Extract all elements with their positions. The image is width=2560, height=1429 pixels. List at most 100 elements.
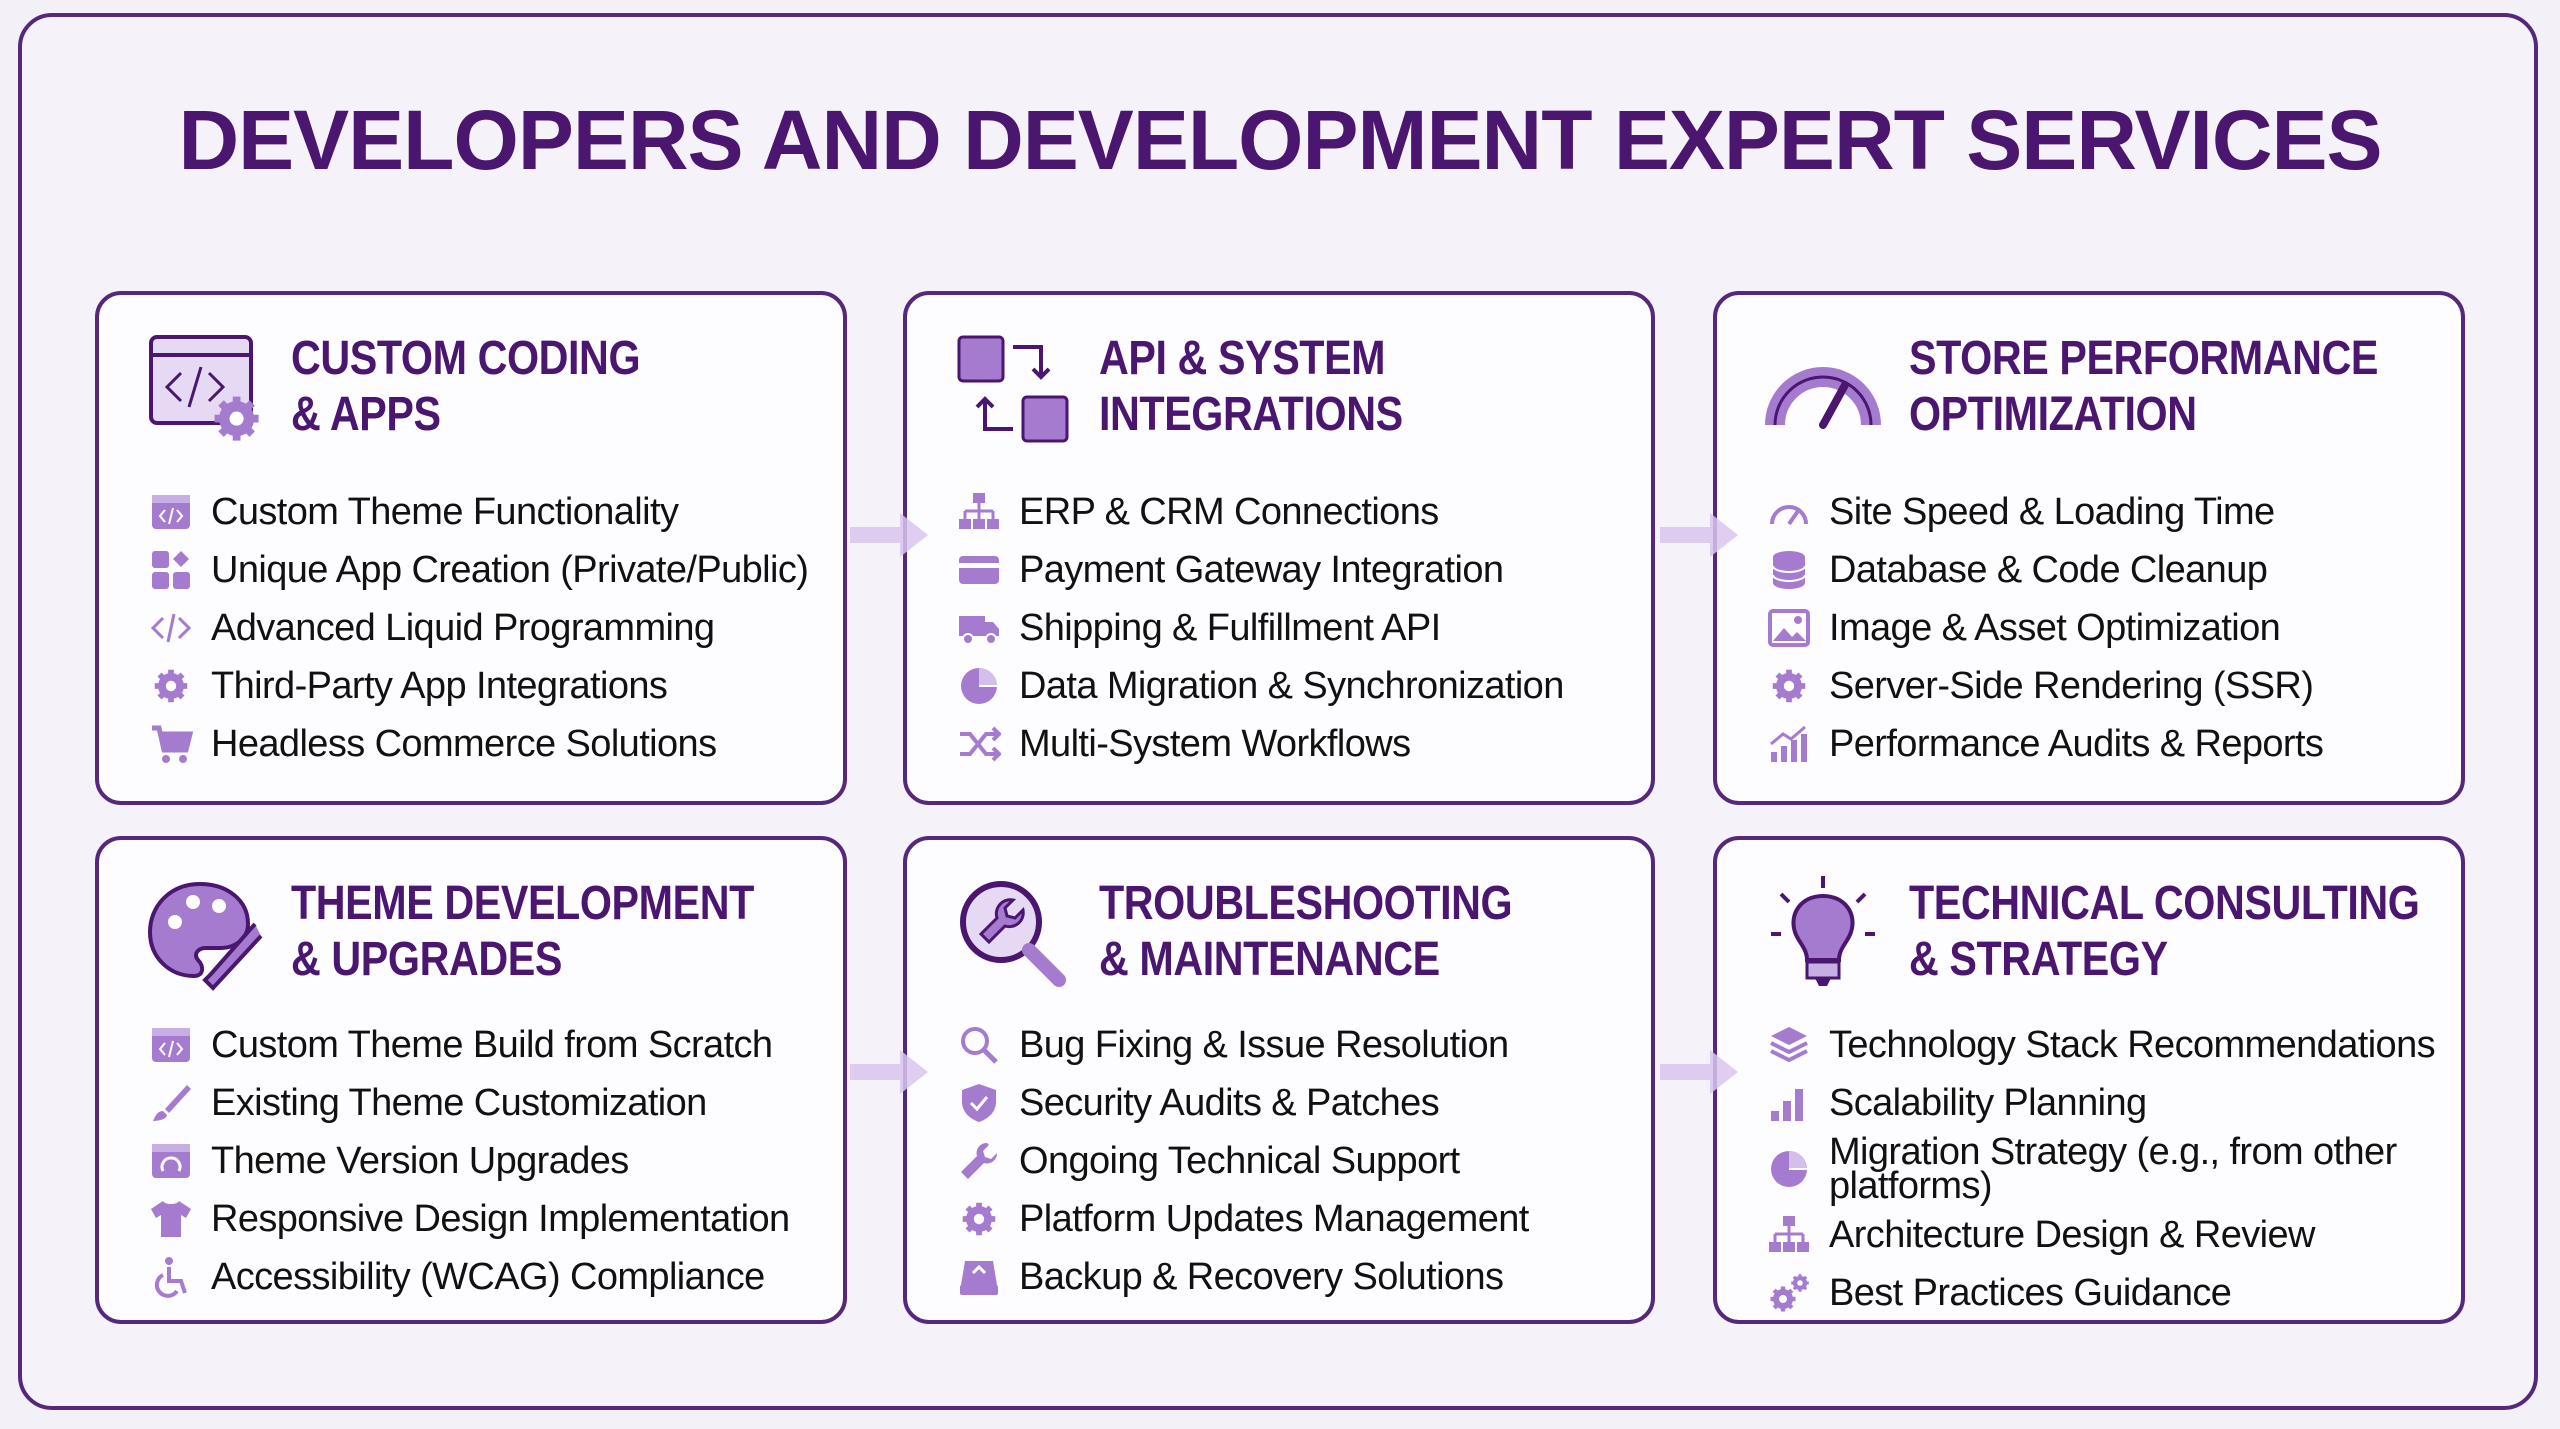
list-item: Shipping & Fulfillment API <box>957 599 1564 657</box>
list-item: Security Audits & Patches <box>957 1074 1529 1132</box>
list-item-label: Accessibility (WCAG) Compliance <box>211 1255 765 1298</box>
shuffle-icon <box>960 726 1001 762</box>
list-item-label: Performance Audits & Reports <box>1829 722 2324 765</box>
list-item: Image & Asset Optimization <box>1767 599 2323 657</box>
list-item-label: Shipping & Fulfillment API <box>1019 606 1441 649</box>
gear-icon <box>154 669 188 703</box>
service-card: TROUBLESHOOTING& MAINTENANCE Bug Fixing &… <box>903 836 1655 1324</box>
cart-icon <box>152 725 193 763</box>
pie-icon <box>961 668 997 704</box>
list-item-label: Multi-System Workflows <box>1019 722 1411 765</box>
list-item-label: Advanced Liquid Programming <box>211 606 715 649</box>
list-item-label: Third-Party App Integrations <box>211 664 668 707</box>
wrench-icon <box>961 1142 998 1179</box>
sitemap-icon <box>959 493 999 529</box>
list-item-label: Bug Fixing & Issue Resolution <box>1019 1023 1509 1066</box>
speedometer-icon <box>1765 367 1881 429</box>
list-item: Migration Strategy (e.g., from other pla… <box>1767 1132 2435 1206</box>
apps-grid-icon <box>152 551 190 589</box>
database-icon <box>1772 551 1806 589</box>
lightbulb-icon <box>1771 876 1875 986</box>
pie-icon <box>1771 1151 1807 1187</box>
card-heading-line: OPTIMIZATION <box>1909 388 2197 441</box>
card-heading-line: STORE PERFORMANCE <box>1909 332 2378 385</box>
list-item-label: ERP & CRM Connections <box>1019 490 1439 533</box>
card-heading-line: CUSTOM CODING <box>291 332 641 385</box>
credit-card-icon <box>959 556 999 584</box>
list-item: Custom Theme Build from Scratch <box>149 1016 790 1074</box>
bar-chart-icon <box>1771 1089 1803 1121</box>
arrow-right-icon <box>1660 513 1738 557</box>
card-heading-line: INTEGRATIONS <box>1099 388 1403 441</box>
upgrade-icon <box>152 1144 190 1178</box>
list-item-label: Image & Asset Optimization <box>1829 606 2281 649</box>
card-heading-line: & UPGRADES <box>291 933 562 986</box>
list-item-label: Responsive Design Implementation <box>211 1197 790 1240</box>
list-item: Headless Commerce Solutions <box>149 715 808 773</box>
list-item-label: Technology Stack Recommendations <box>1829 1023 2436 1066</box>
list-item: Backup & Recovery Solutions <box>957 1248 1529 1306</box>
list-item-label: Server-Side Rendering (SSR) <box>1829 664 2314 707</box>
list-item: Best Practices Guidance <box>1767 1264 2435 1322</box>
chart-up-icon <box>1770 725 1807 762</box>
backup-icon <box>960 1261 998 1295</box>
code-icon <box>150 613 192 643</box>
shield-icon <box>962 1084 996 1122</box>
page-title: DEVELOPERS AND DEVELOPMENT EXPERT SERVIC… <box>178 93 2382 187</box>
card-heading-line: THEME DEVELOPMENT <box>291 877 754 930</box>
gauge-icon <box>1770 505 1808 526</box>
gear-icon <box>1772 669 1806 703</box>
list-item: Architecture Design & Review <box>1767 1206 2435 1264</box>
code-window-icon <box>152 495 190 529</box>
list-item-label: Backup & Recovery Solutions <box>1019 1255 1504 1298</box>
truck-icon <box>959 616 999 645</box>
list-item-label: Security Audits & Patches <box>1019 1081 1440 1124</box>
list-item: Data Migration & Synchronization <box>957 657 1564 715</box>
list-item: Payment Gateway Integration <box>957 541 1564 599</box>
magnifier-wrench-icon <box>960 881 1066 987</box>
code-window-icon <box>152 1028 190 1062</box>
card-heading: CUSTOM CODING& APPS <box>291 331 641 443</box>
image-icon <box>1768 609 1810 647</box>
list-item: Ongoing Technical Support <box>957 1132 1529 1190</box>
sync-blocks-icon <box>957 335 1069 443</box>
list-item: Advanced Liquid Programming <box>149 599 808 657</box>
list-item-label: Platform Updates Management <box>1019 1197 1529 1240</box>
list-item-label: Migration Strategy (e.g., from other pla… <box>1829 1131 2397 1207</box>
card-heading-line: TROUBLESHOOTING <box>1099 877 1513 930</box>
service-card: CUSTOM CODING& APPS Custom Theme Function… <box>95 291 847 805</box>
list-item: Existing Theme Customization <box>149 1074 790 1132</box>
list-item: Third-Party App Integrations <box>149 657 808 715</box>
list-item: Site Speed & Loading Time <box>1767 483 2323 541</box>
arrow-right-icon <box>1660 1050 1738 1094</box>
arrow-right-icon <box>850 513 928 557</box>
list-item-label: Data Migration & Synchronization <box>1019 664 1564 707</box>
layers-icon <box>1770 1027 1808 1063</box>
list-item-label: Theme Version Upgrades <box>211 1139 629 1182</box>
list-item-label: Database & Code Cleanup <box>1829 548 2268 591</box>
service-card: THEME DEVELOPMENT& UPGRADES Custom Theme … <box>95 836 847 1324</box>
list-item: Theme Version Upgrades <box>149 1132 790 1190</box>
list-item-label: Site Speed & Loading Time <box>1829 490 2275 533</box>
card-heading: TROUBLESHOOTING& MAINTENANCE <box>1099 876 1513 988</box>
code-window-gear-icon <box>149 335 259 441</box>
gears-icon <box>1770 1274 1809 1312</box>
list-item-label: Existing Theme Customization <box>211 1081 707 1124</box>
card-heading-line: & STRATEGY <box>1909 933 2168 986</box>
list-item: Responsive Design Implementation <box>149 1190 790 1248</box>
card-heading-line: & APPS <box>291 388 441 441</box>
list-item: Platform Updates Management <box>957 1190 1529 1248</box>
list-item: Custom Theme Functionality <box>149 483 808 541</box>
list-item: ERP & CRM Connections <box>957 483 1564 541</box>
sitemap-icon <box>1769 1216 1809 1252</box>
palette-wrench-icon <box>147 881 263 991</box>
list-item: Server-Side Rendering (SSR) <box>1767 657 2323 715</box>
